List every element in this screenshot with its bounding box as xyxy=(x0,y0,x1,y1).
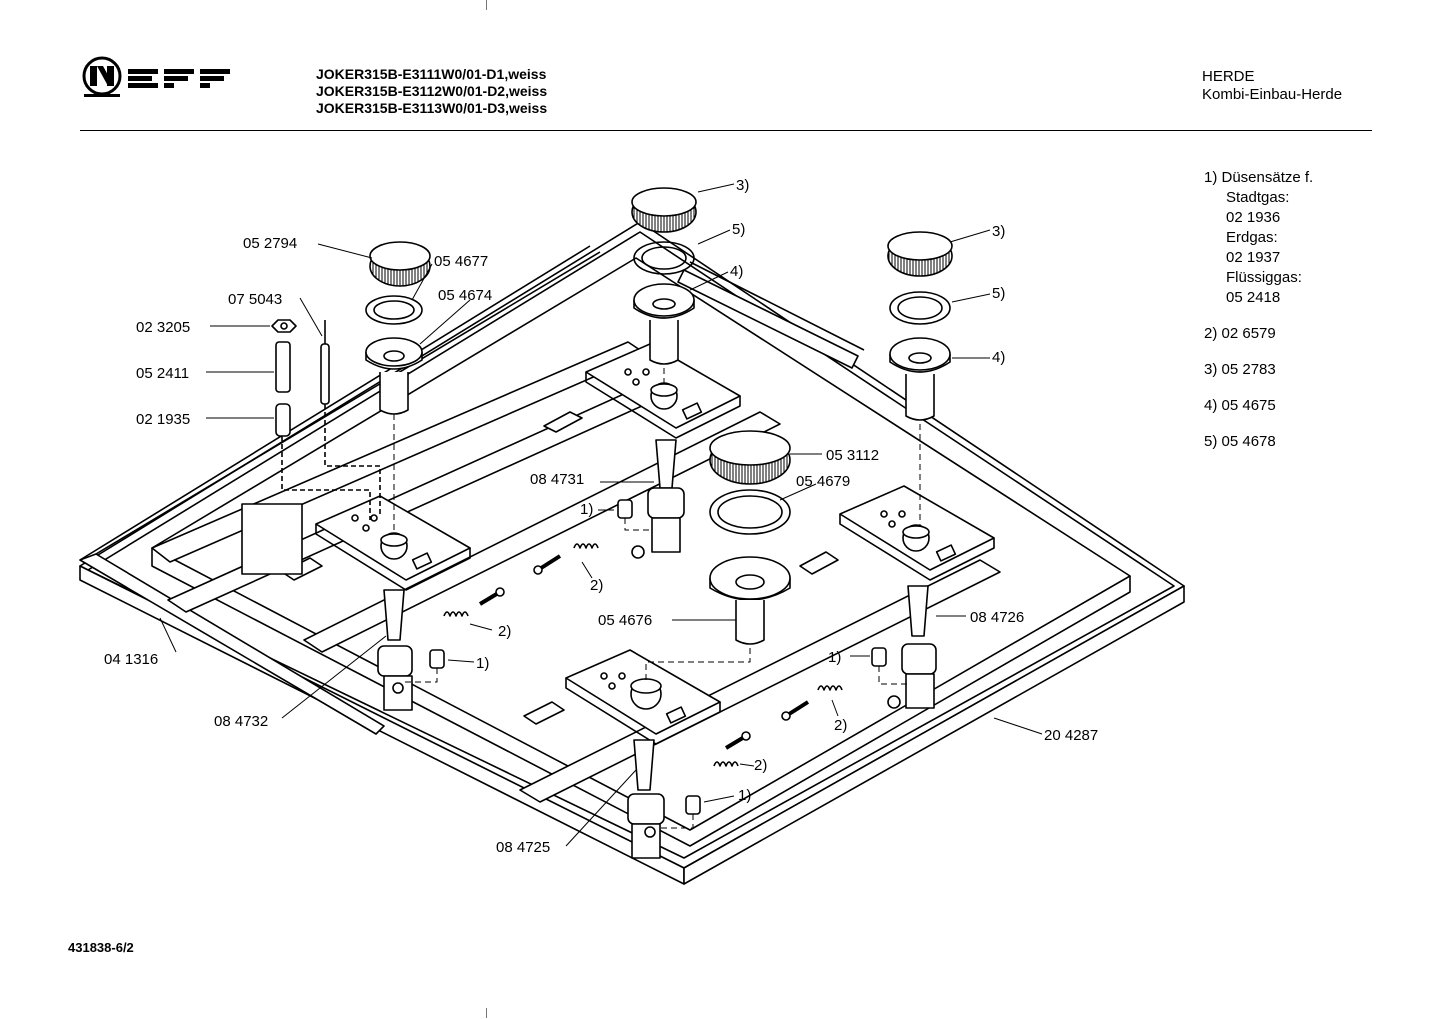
part-label-023205: 02 3205 xyxy=(136,319,190,336)
model-line-2: JOKER315B-E3112W0/01-D2,weiss xyxy=(316,83,548,99)
alignment-lines xyxy=(393,368,921,829)
model-list: JOKER315B-E3111W0/01-D1,weiss JOKER315B-… xyxy=(316,66,547,117)
part-label-084731: 08 4731 xyxy=(530,471,584,488)
part-label-084725: 08 4725 xyxy=(496,839,550,856)
ref-label-2-right: 2) xyxy=(834,717,847,734)
neff-logo xyxy=(82,56,230,97)
category-subtitle: Kombi-Einbau-Herde xyxy=(1202,86,1343,103)
note-2: 2) 02 6579 xyxy=(1204,325,1276,342)
part-label-054679: 05 4679 xyxy=(796,473,850,490)
part-label-204287: 20 4287 xyxy=(1044,727,1098,744)
model-line-3: JOKER315B-E3113W0/01-D3,weiss xyxy=(316,100,548,116)
ref-label-3-top: 3) xyxy=(736,177,749,194)
ref-label-1-right: 1) xyxy=(828,649,841,666)
registration-mark-top xyxy=(486,0,487,10)
ref-label-1-bottom: 1) xyxy=(738,787,751,804)
note-3: 3) 05 2783 xyxy=(1204,361,1276,378)
ref-label-2-left: 2) xyxy=(498,623,511,640)
category-block: HERDE Kombi-Einbau-Herde xyxy=(1202,68,1342,104)
ref-label-4-right: 4) xyxy=(992,349,1005,366)
ref-label-1-top: 1) xyxy=(580,501,593,518)
burner-right-stack xyxy=(887,231,953,421)
notes-legend: 1) Düsensätze f. Stadtgas: 02 1936 Erdga… xyxy=(1204,168,1313,452)
category-title: HERDE xyxy=(1202,68,1255,85)
note-1-erdgas-label: Erdgas: xyxy=(1226,229,1278,246)
burner-plate-bottom xyxy=(565,649,721,745)
part-label-052794: 05 2794 xyxy=(243,235,297,252)
leader-lines xyxy=(159,183,1043,847)
part-labels: 05 2794 05 4677 05 4674 07 5043 02 3205 … xyxy=(104,177,1098,856)
note-1: 1) Düsensätze f. xyxy=(1204,169,1314,186)
part-label-054677: 05 4677 xyxy=(434,253,488,270)
ref-label-5-right: 5) xyxy=(992,285,1005,302)
burner-left-stack xyxy=(365,241,431,415)
part-label-075043: 07 5043 xyxy=(228,291,282,308)
nozzle-housing-bottom xyxy=(627,739,665,859)
burner-top-stack xyxy=(631,187,697,365)
trim-strip xyxy=(79,245,601,735)
burner-plate-left xyxy=(315,495,471,591)
note-1-fluessiggas-value: 05 2418 xyxy=(1226,289,1281,306)
spring-screw-parts xyxy=(443,543,843,767)
note-1-stadtgas-label: Stadtgas: xyxy=(1226,189,1290,206)
logo-wordmark xyxy=(128,69,230,88)
ignition-parts xyxy=(241,319,381,575)
model-line-1: JOKER315B-E3111W0/01-D1,weiss xyxy=(316,66,547,82)
part-label-054674: 05 4674 xyxy=(438,287,492,304)
header-divider xyxy=(80,130,1372,131)
note-4: 4) 05 4675 xyxy=(1204,397,1276,414)
ref-label-2-bottom: 2) xyxy=(754,757,767,774)
ref-label-5-top: 5) xyxy=(732,221,745,238)
nozzle-housing-right xyxy=(887,585,937,709)
ref-label-1-left: 1) xyxy=(476,655,489,672)
note-1-erdgas-value: 02 1937 xyxy=(1226,249,1281,266)
burner-plate-top xyxy=(585,343,741,439)
part-label-084726: 08 4726 xyxy=(970,609,1024,626)
logo-emblem-icon xyxy=(82,56,122,97)
nozzle-housing-top xyxy=(631,439,685,559)
ref-label-4-top: 4) xyxy=(730,263,743,280)
part-label-041316: 04 1316 xyxy=(104,651,158,668)
note-5: 5) 05 4678 xyxy=(1204,433,1276,450)
part-label-052411: 05 2411 xyxy=(136,365,189,382)
ref-label-2-top: 2) xyxy=(590,577,603,594)
document-number: 431838-6/2 xyxy=(68,940,134,955)
burner-plate-right xyxy=(839,485,995,581)
note-1-stadtgas-value: 02 1936 xyxy=(1226,209,1281,226)
burner-center-stack xyxy=(709,430,791,645)
part-label-053112: 05 3112 xyxy=(826,447,879,464)
ref-label-3-right: 3) xyxy=(992,223,1005,240)
note-1-fluessiggas-label: Flüssiggas: xyxy=(1226,269,1302,286)
part-label-054676: 05 4676 xyxy=(598,612,652,629)
registration-mark-bottom xyxy=(486,1008,487,1018)
part-label-084732: 08 4732 xyxy=(214,713,268,730)
part-label-021935: 02 1935 xyxy=(136,411,190,428)
